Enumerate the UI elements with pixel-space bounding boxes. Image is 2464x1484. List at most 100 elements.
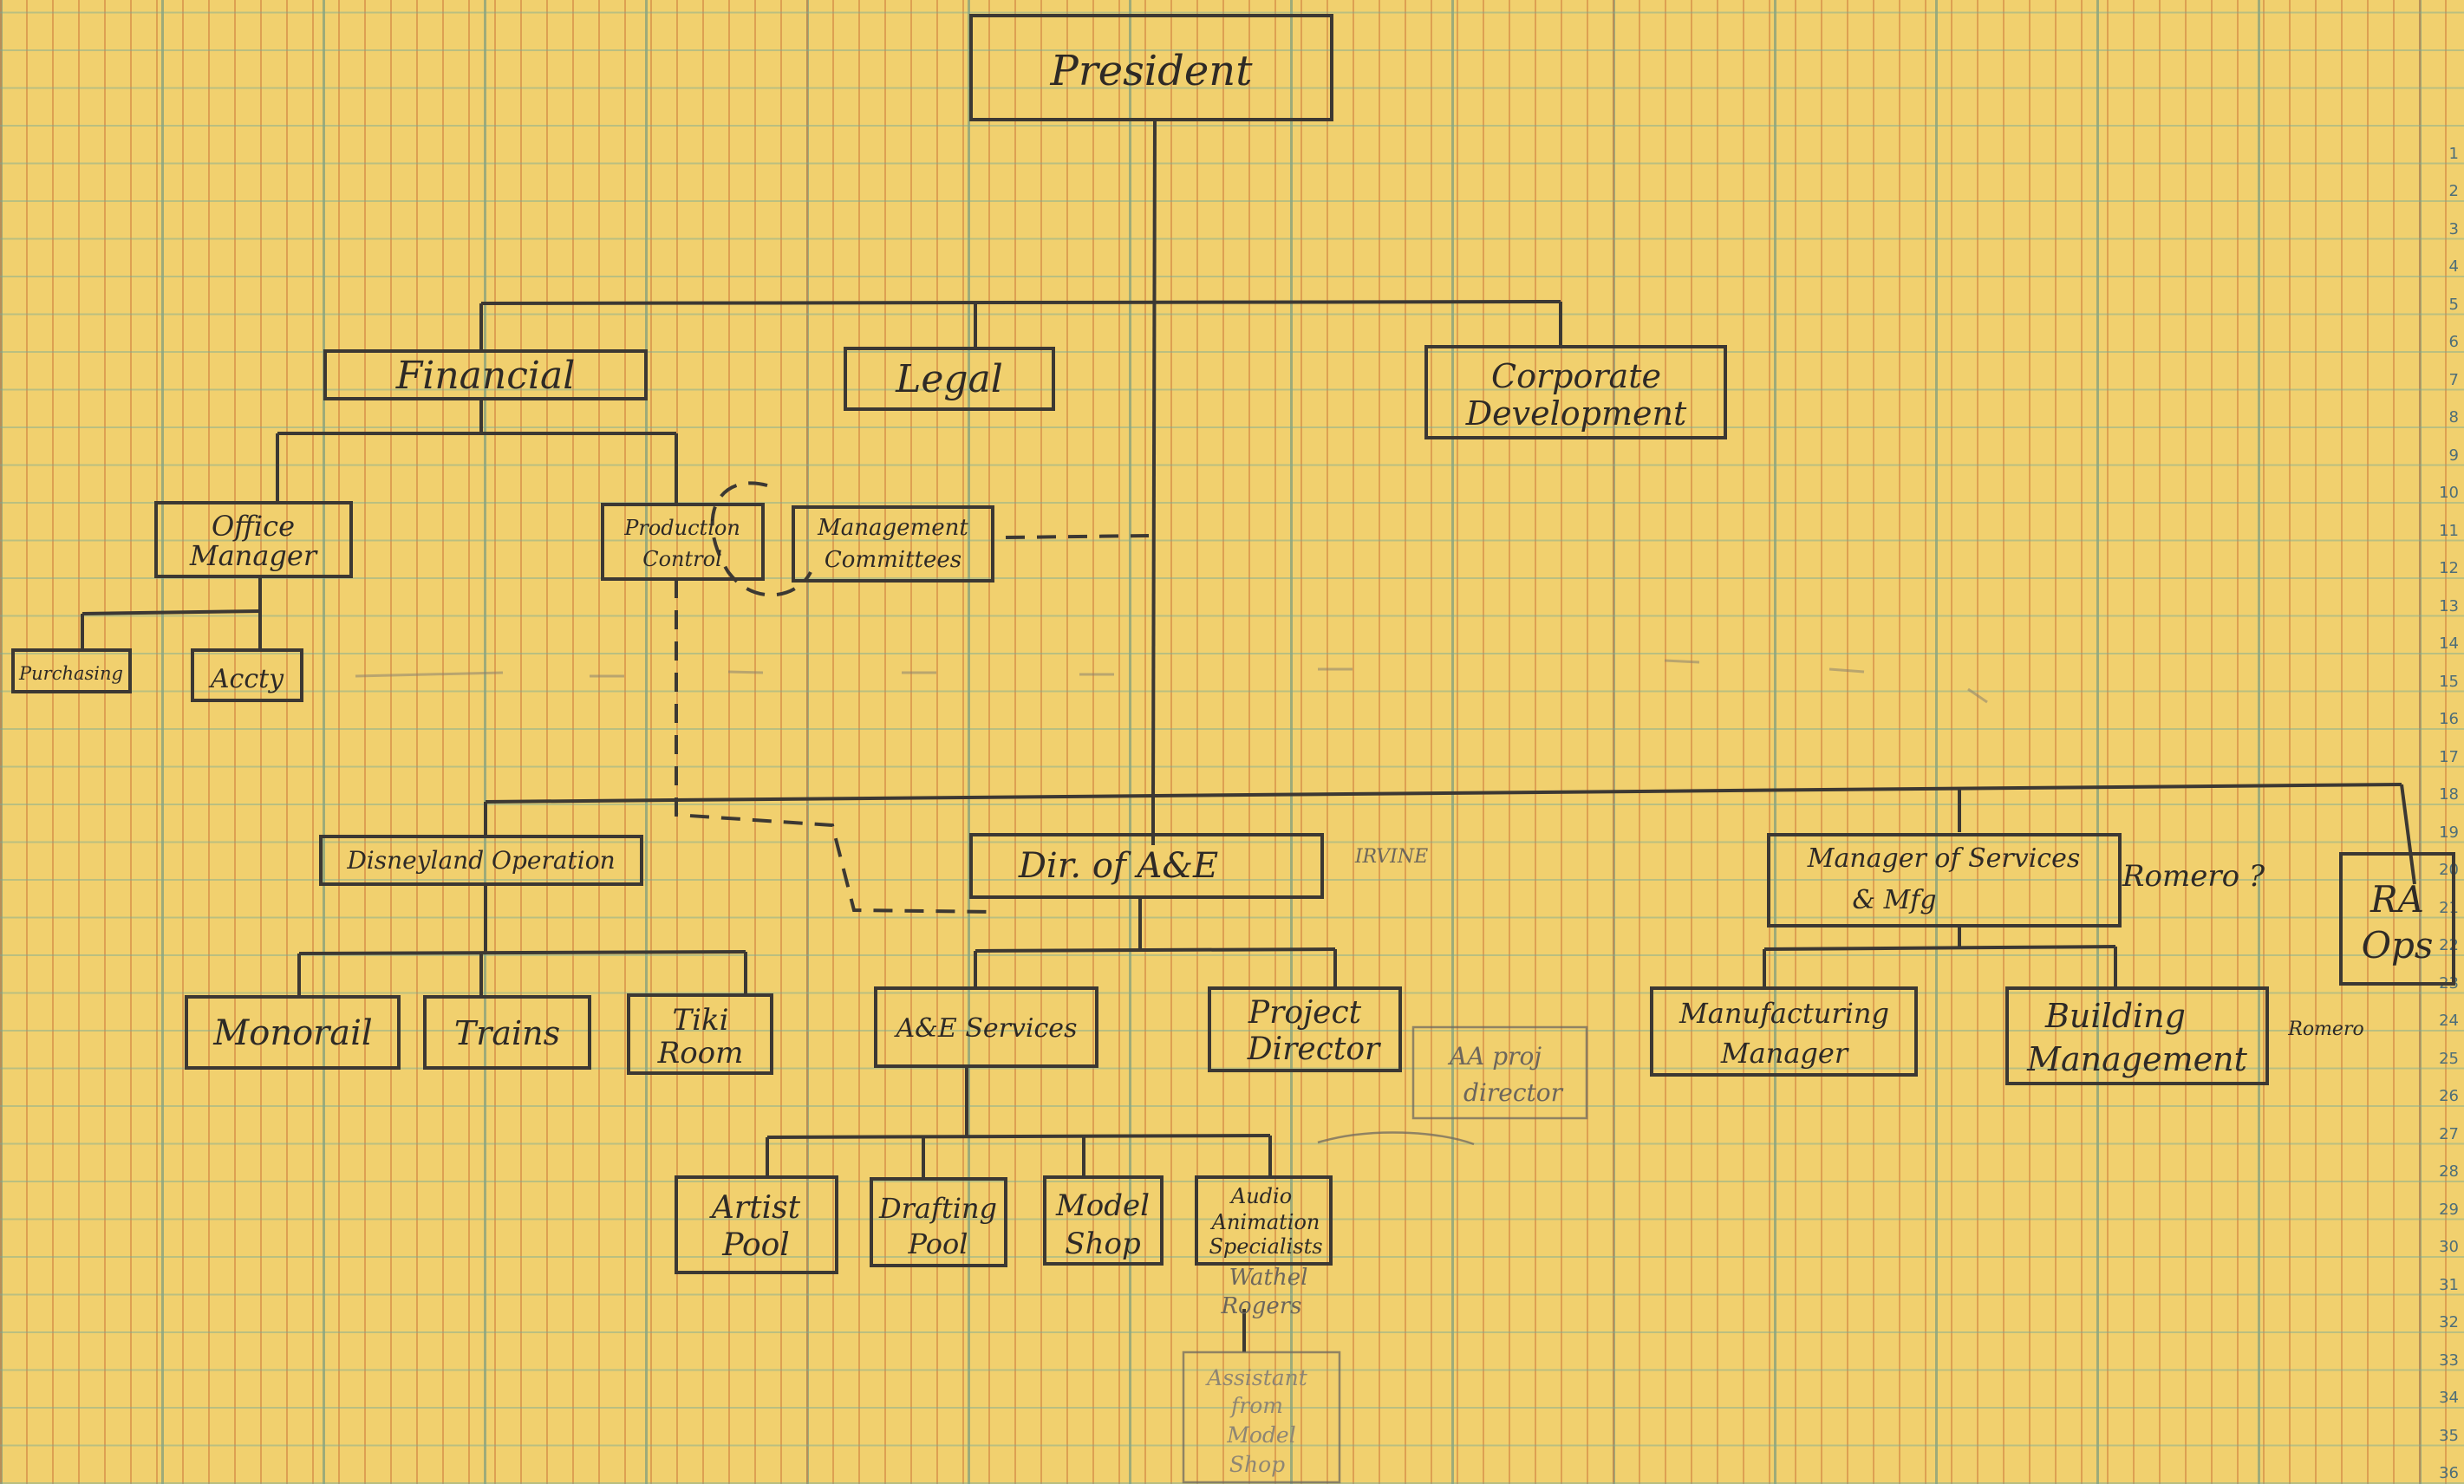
row-number: 12 (2439, 559, 2459, 577)
building-management-label: Building (2044, 997, 2186, 1035)
tiki-room-box (627, 993, 773, 1075)
financial-label: Financial (395, 354, 576, 398)
assistant-from-model-shop-label: Assistant (1205, 1365, 1308, 1390)
legal-box (844, 347, 1055, 411)
irvine-note: IRVINE (1354, 846, 1428, 868)
row-number: 22 (2439, 936, 2459, 954)
manager-services-mfg-label: & Mfg (1852, 885, 1936, 915)
row-number: 6 (2449, 333, 2459, 351)
manager-services-mfg-label: Manager of Services (1807, 843, 2081, 874)
row-number: 10 (2439, 484, 2459, 502)
assistant-from-model-shop-box (1182, 1351, 1341, 1484)
top-level-bar (480, 300, 1561, 305)
row-number: 1 (2449, 145, 2459, 163)
purchasing-box (11, 648, 132, 693)
ae-services-label: A&E Services (894, 1013, 1078, 1044)
aa-project-director-box (1411, 1025, 1588, 1120)
committee-dashed-link (1005, 534, 1150, 539)
row-number: 27 (2439, 1125, 2459, 1143)
audio-animation-label: Specialists (1209, 1234, 1322, 1259)
artist-pool-label: Pool (721, 1227, 790, 1263)
row-number: 36 (2439, 1464, 2459, 1482)
audio-animation-label: Animation (1210, 1210, 1320, 1234)
artist-pool-box (675, 1175, 838, 1274)
assistant-from-model-shop-label: Model (1226, 1422, 1295, 1448)
row-numbers: 1 2 3 4 5 6 7 8 9 10 11 12 13 14 15 16 1… (2439, 145, 2459, 1482)
office-manager-label: Manager (189, 539, 318, 572)
row-number: 15 (2439, 673, 2459, 691)
row-number: 34 (2439, 1389, 2459, 1407)
connectors (81, 119, 2416, 1352)
project-director-label: Director (1247, 1032, 1381, 1067)
ae-services-sub-bar (766, 1134, 1271, 1139)
corporate-development-box (1424, 345, 1727, 439)
row-number: 11 (2439, 522, 2459, 540)
assistant-from-model-shop-label: Shop (1229, 1452, 1285, 1477)
artist-pool-label: Artist (709, 1190, 801, 1226)
row-number: 30 (2439, 1238, 2459, 1256)
labels: President Financial Legal Corporate Deve… (18, 47, 2433, 1477)
president-label: President (1050, 47, 1254, 95)
row-number: 19 (2439, 823, 2459, 842)
ra-ops-box (2339, 852, 2455, 986)
accounting-label: Accty (208, 664, 284, 694)
romero-question-note: Romero ? (2122, 859, 2265, 894)
model-shop-label: Model (1055, 1188, 1150, 1223)
manufacturing-manager-label: Manager (1720, 1037, 1849, 1070)
management-committees-label: Committees (825, 547, 961, 573)
building-management-label: Management (2026, 1040, 2248, 1078)
row-number: 5 (2449, 296, 2459, 314)
office-manager-box (154, 501, 353, 578)
ae-services-box (874, 986, 1098, 1068)
aa-project-director-label: AA proj (1447, 1042, 1542, 1071)
row-number: 7 (2449, 371, 2459, 389)
row-number: 17 (2439, 748, 2459, 766)
erased-stroke (727, 670, 764, 674)
row-number: 4 (2449, 257, 2459, 276)
office-manager-label: Office (212, 510, 295, 543)
mfg-sub-bar (1763, 945, 2116, 951)
row-number: 2 (2449, 182, 2459, 200)
dashed-loop (710, 481, 812, 597)
row-number: 9 (2449, 446, 2459, 465)
production-control-label: Production (623, 516, 740, 540)
ra-ops-link (2400, 784, 2416, 885)
wathel-rogers-note: Rogers (1220, 1293, 1301, 1319)
accounting-box (191, 648, 303, 702)
row-number: 13 (2439, 597, 2459, 615)
management-committees-label: Management (817, 515, 968, 541)
ra-ops-label: RA (2369, 878, 2424, 921)
drafting-pool-label: Pool (908, 1227, 968, 1260)
row-number: 20 (2439, 861, 2459, 879)
row-number: 16 (2439, 710, 2459, 728)
building-management-box (2005, 986, 2269, 1085)
row-number: 31 (2439, 1276, 2459, 1294)
ra-ops-label: Ops (2362, 924, 2434, 967)
financial-box (323, 349, 648, 400)
audio-animation-box (1195, 1175, 1333, 1266)
faint-connector (1317, 1131, 1475, 1146)
disneyland-operation-label: Disneyland Operation (346, 846, 615, 875)
president-box (969, 14, 1333, 121)
row-number: 8 (2449, 408, 2459, 426)
row-number: 35 (2439, 1427, 2459, 1445)
production-dashed-link (675, 579, 998, 914)
dl-ops-sub-bar (298, 950, 746, 955)
legal-label: Legal (895, 357, 1003, 401)
row-number: 24 (2439, 1012, 2459, 1030)
manufacturing-manager-box (1650, 986, 1918, 1077)
model-shop-box (1043, 1175, 1164, 1266)
drafting-pool-label: Drafting (878, 1192, 997, 1225)
manufacturing-manager-label: Manufacturing (1679, 997, 1889, 1030)
drafting-pool-box (870, 1177, 1007, 1267)
corporate-development-label: Corporate (1491, 357, 1661, 395)
production-control-box (601, 503, 765, 581)
purchasing-label: Purchasing (18, 663, 123, 684)
corporate-development-label: Development (1465, 394, 1687, 433)
trains-label: Trains (454, 1014, 560, 1052)
aa-project-director-label: director (1463, 1078, 1564, 1107)
row-number: 18 (2439, 785, 2459, 804)
assistant-from-model-shop-label: from (1229, 1393, 1283, 1418)
